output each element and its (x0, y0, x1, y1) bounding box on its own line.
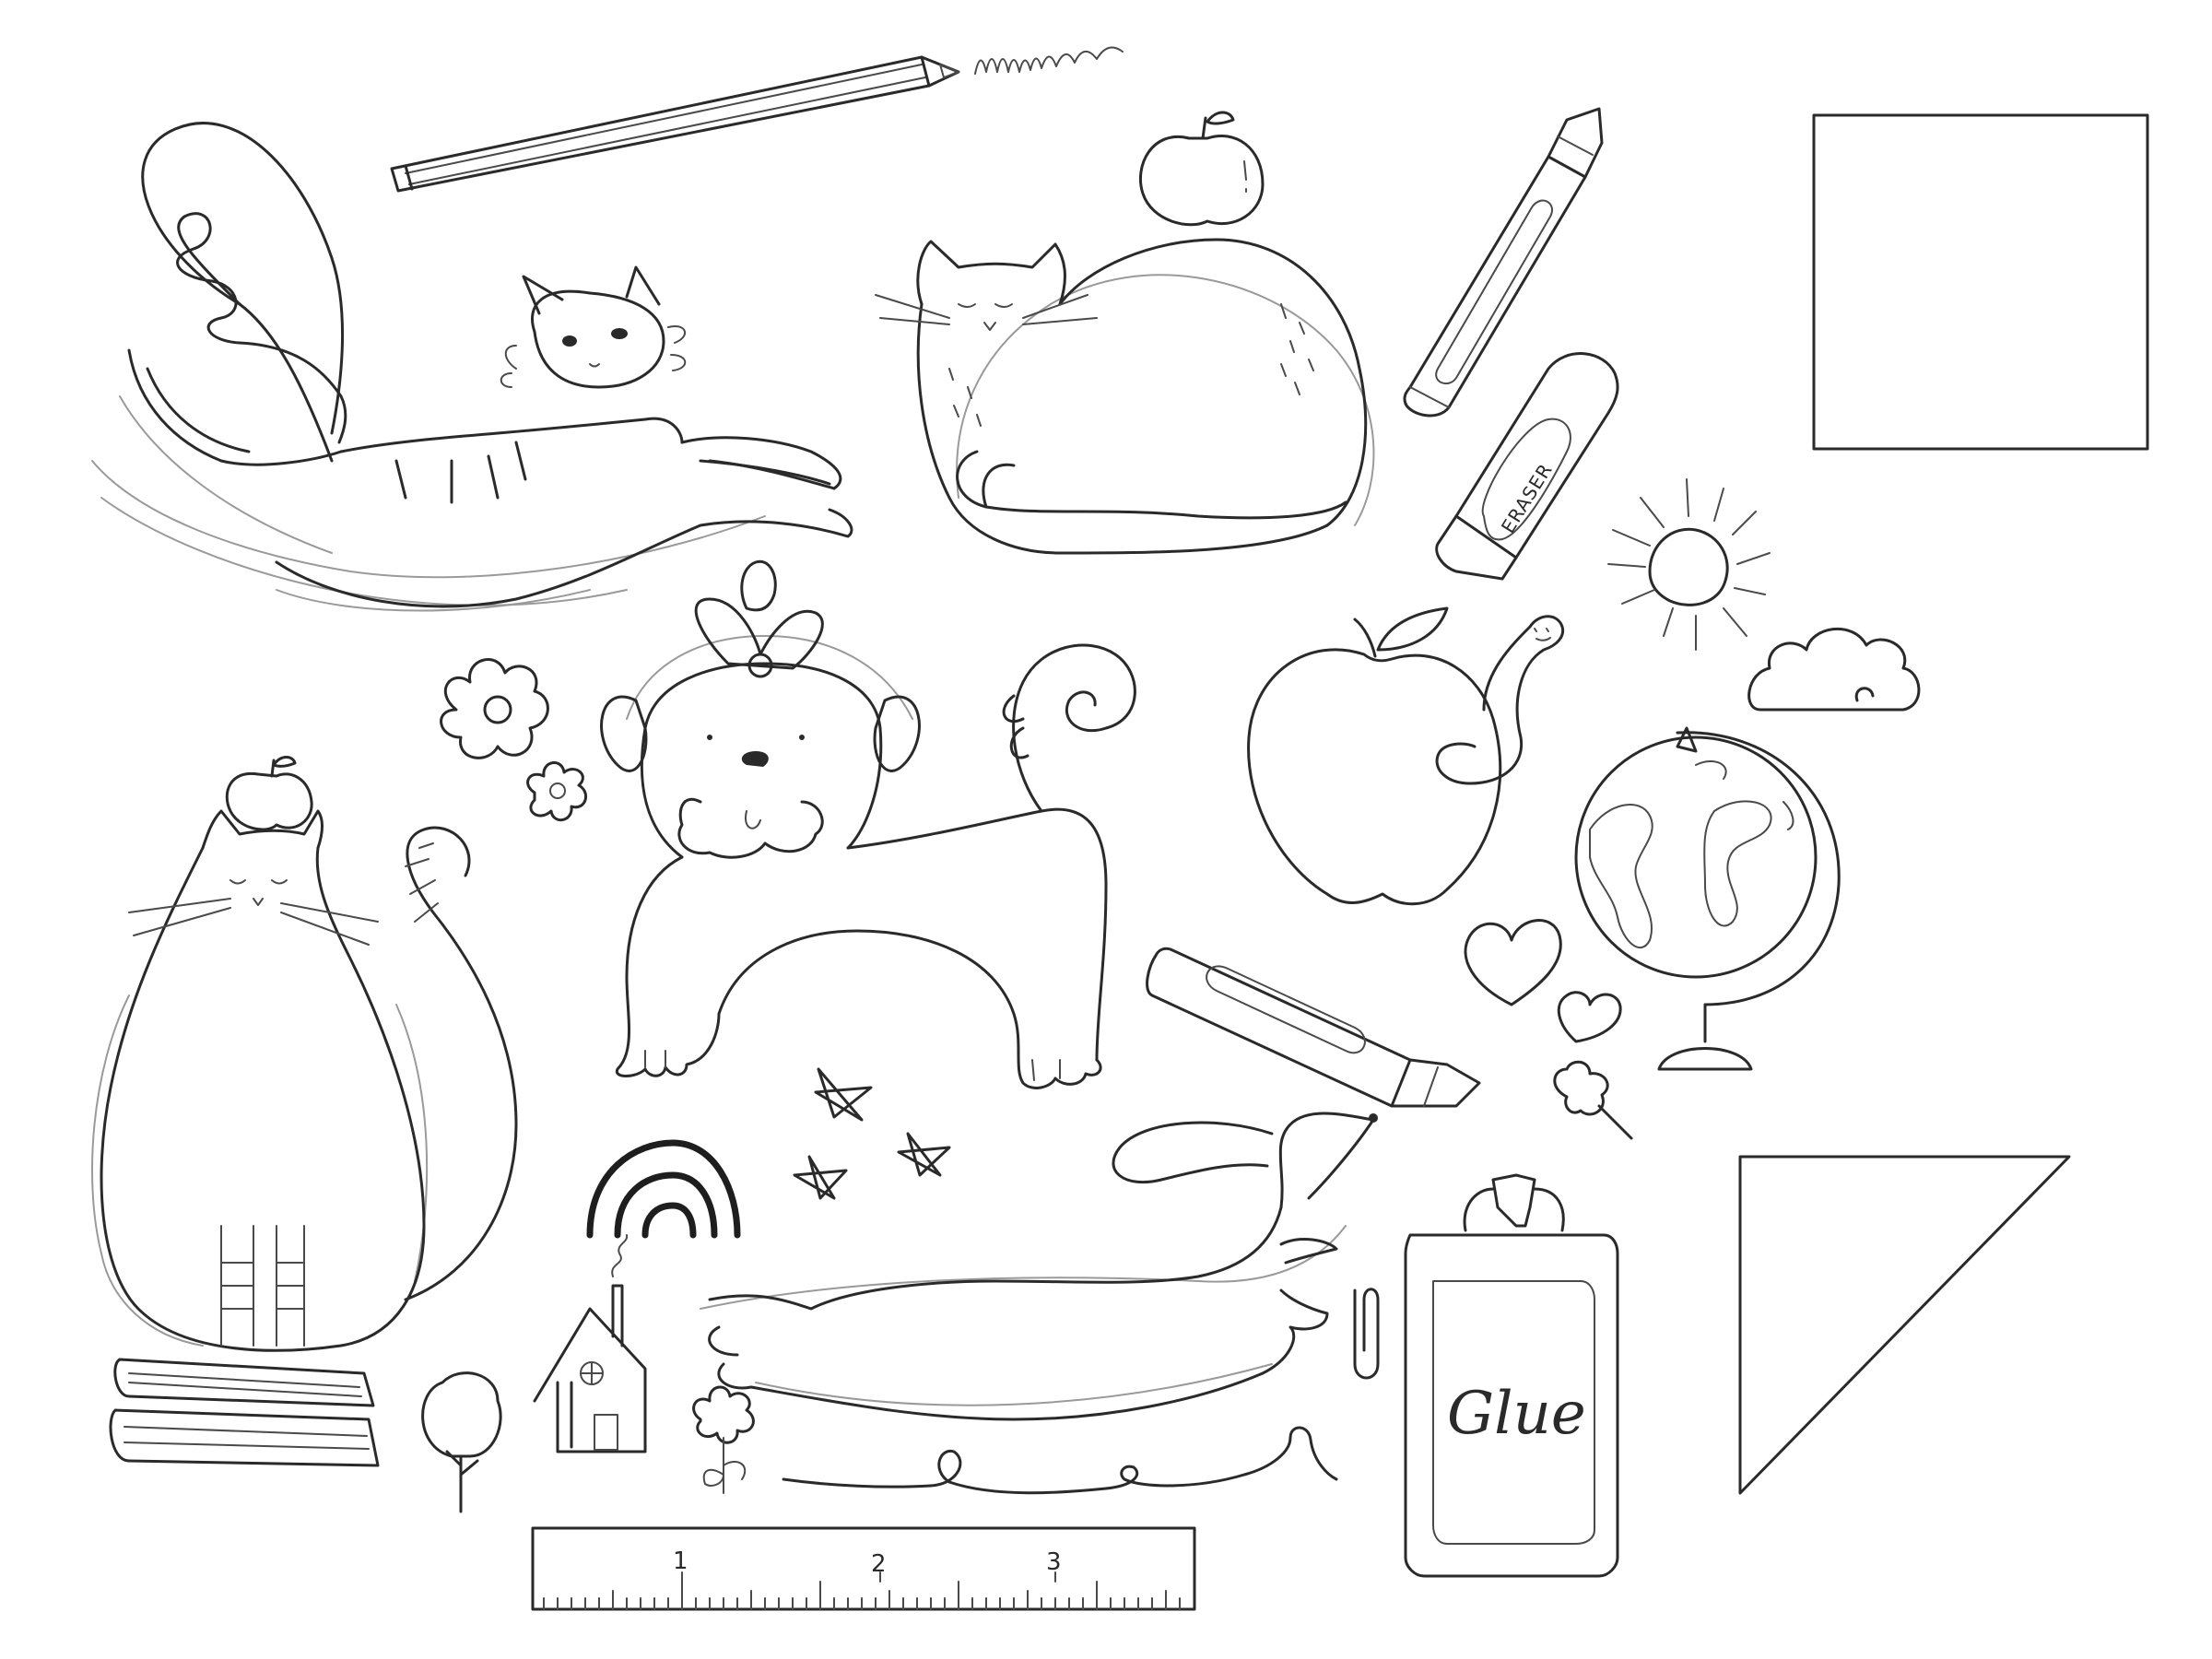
triangle-frame (1738, 1155, 2071, 1495)
dachshund-icon (700, 1112, 1378, 1421)
house-icon (533, 1234, 647, 1453)
tall-cat-on-books-icon (91, 756, 518, 1467)
eraser-label: ERASER (1497, 459, 1557, 536)
cloud-icon (1747, 627, 1921, 712)
crayon-icon (1146, 947, 1481, 1108)
sun-icon (1607, 478, 1771, 651)
glue-bottle-icon: Glue (1404, 1173, 1619, 1578)
apple-with-worm-icon (1247, 606, 1565, 906)
flower-icon (526, 761, 588, 821)
ruler-mark-1: 1 (673, 1547, 688, 1575)
star-icon (793, 1155, 848, 1200)
pencil-icon (390, 55, 960, 193)
dog-with-bow-icon (600, 559, 1136, 1089)
crayon-icon (1403, 107, 1604, 418)
sitting-cat-with-apple-icon (875, 111, 1375, 555)
eraser-icon: ERASER (1435, 352, 1619, 581)
heart-icon (1557, 991, 1622, 1043)
zigzag-scribble (974, 46, 1124, 75)
ruler-mark-2: 2 (871, 1550, 887, 1578)
star-icon (814, 1067, 873, 1122)
paperclip-icon (1353, 1288, 1380, 1380)
pushpin-icon (1553, 1060, 1633, 1140)
globe-icon (1574, 726, 1841, 1071)
tree-icon (421, 1371, 502, 1513)
swirl-line (782, 1426, 1338, 1495)
loop-speech-bubble-icon (141, 122, 347, 463)
glue-label: Glue (1447, 1380, 1586, 1448)
flower-icon (692, 1385, 755, 1494)
square-frame (1812, 113, 2149, 451)
leaping-cat-icon (91, 265, 853, 612)
flower-icon (440, 658, 549, 759)
star-icon (897, 1132, 951, 1177)
heart-icon (1464, 919, 1562, 1006)
ruler-icon: 1 2 3 (531, 1526, 1196, 1611)
rainbow-icon (586, 1139, 741, 1239)
ruler-mark-3: 3 (1046, 1548, 1062, 1576)
